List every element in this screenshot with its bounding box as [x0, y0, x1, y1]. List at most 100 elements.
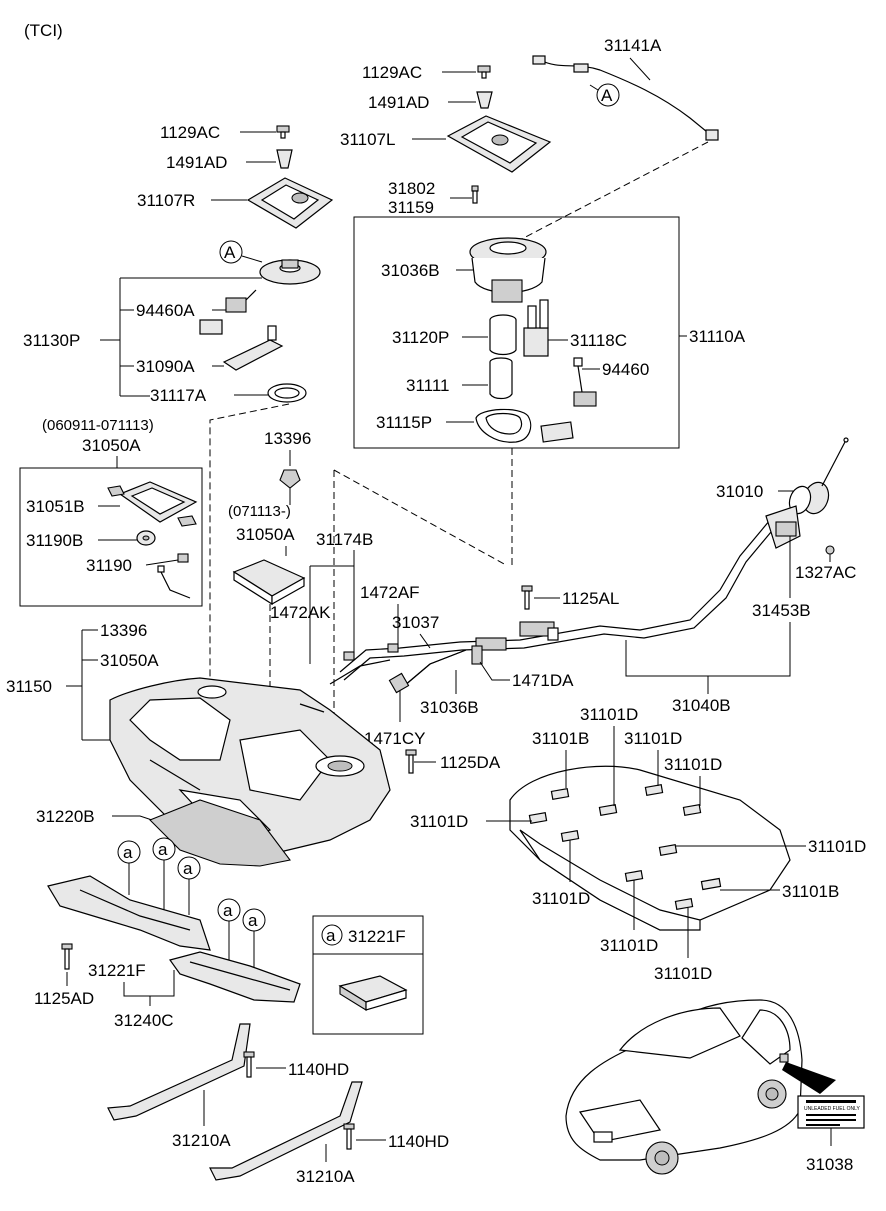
callout-31036B-pump: 31036B — [381, 261, 440, 280]
regulator-31118C — [523, 299, 549, 357]
clip-31221F-box — [312, 915, 424, 1035]
callout-31101D-8: 31101D — [654, 964, 712, 983]
callout-1125AD: 1125AD — [34, 989, 94, 1008]
callout-31036B-hose: 31036B — [420, 698, 479, 717]
bolt-1125DA — [405, 749, 417, 774]
vehicle-illustration — [565, 999, 803, 1175]
gasket-31115P — [475, 408, 574, 443]
marker-a-small-1: a — [117, 840, 141, 864]
callout-date-from: (071113-) — [228, 503, 291, 520]
callout-31453B: 31453B — [752, 601, 811, 620]
callout-31174B: 31174B — [316, 530, 373, 549]
canister-31051B — [107, 481, 198, 527]
canister-31050A — [232, 559, 306, 606]
svg-text:a: a — [123, 843, 133, 862]
callout-31010: 31010 — [716, 482, 763, 501]
callout-31101B-1: 31101B — [532, 729, 589, 748]
callout-1140HD-upper: 1140HD — [288, 1060, 349, 1079]
callout-1327AC: 1327AC — [795, 563, 856, 582]
callout-31107R: 31107R — [137, 191, 195, 210]
callout-1140HD-lower: 1140HD — [388, 1132, 449, 1151]
callout-1472AK: 1472AK — [270, 603, 331, 622]
callout-31190: 31190 — [86, 556, 132, 575]
gasket-ring-31117A — [267, 383, 307, 403]
pump-assembly-box — [353, 216, 680, 449]
marker-a-circle-left: A — [219, 240, 243, 264]
sender-unit-94460A — [199, 289, 257, 335]
callout-94460A: 94460A — [136, 301, 195, 320]
callout-31040B: 31040B — [672, 696, 731, 715]
bolt-1140HD-lower — [343, 1123, 355, 1150]
bolt-1129AC-top — [477, 65, 491, 79]
diagram-header: (TCI) — [24, 21, 63, 40]
callout-31101D-6: 31101D — [532, 889, 590, 908]
svg-text:a: a — [183, 859, 193, 878]
wiring-harness-part — [532, 55, 719, 141]
callout-31210A-lower: 31210A — [296, 1167, 355, 1186]
screw-31802 — [471, 185, 479, 204]
fuel-cap-31010 — [788, 437, 849, 515]
washer-1491AD-top — [476, 91, 493, 109]
callout-31101D-7: 31101D — [600, 936, 658, 955]
callout-31101D-3: 31101D — [664, 755, 722, 774]
callout-31115P: 31115P — [376, 413, 432, 432]
cover-plate-31107R — [246, 177, 334, 229]
callout-1471DA: 1471DA — [512, 671, 574, 690]
cover-plate-31107L — [446, 115, 552, 173]
bolt-1140HD-upper — [243, 1051, 255, 1078]
callout-31101D-1: 31101D — [580, 705, 638, 724]
callout-31111: 31111 — [406, 376, 450, 395]
callout-31118C: 31118C — [570, 331, 627, 350]
callout-31110A: 31110A — [689, 327, 746, 346]
callout-13396-tank: 13396 — [100, 621, 147, 640]
bracket-31090A — [222, 325, 284, 371]
marker-a-small-3: a — [177, 856, 201, 880]
bolt-1129AC-left — [276, 125, 290, 139]
callout-31101D-5: 31101D — [808, 837, 866, 856]
callout-31120P: 31120P — [392, 328, 449, 347]
callout-94460-pump: 94460 — [602, 360, 649, 379]
filler-neck — [765, 505, 801, 549]
callout-31221F-box: 31221F — [348, 927, 406, 946]
callout-31038: 31038 — [806, 1155, 853, 1174]
callout-31141A: 31141A — [604, 36, 662, 55]
hose-31036B — [388, 645, 483, 694]
callout-31802: 31802 — [388, 179, 435, 198]
callout-1471CY: 1471CY — [364, 729, 425, 748]
svg-text:a: a — [326, 926, 336, 945]
callout-31051B: 31051B — [26, 497, 85, 516]
callout-1125DA: 1125DA — [440, 753, 501, 772]
callout-31159: 31159 — [388, 198, 434, 217]
marker-a-box: a — [321, 924, 343, 946]
callout-31117A: 31117A — [150, 386, 207, 405]
under-cover-right-31240C — [169, 951, 301, 1003]
callout-31107L: 31107L — [340, 130, 395, 149]
callout-31050A-mid: 31050A — [236, 525, 295, 544]
callout-31240C: 31240C — [114, 1011, 174, 1030]
marker-a-circle-top: A — [596, 83, 620, 107]
callout-1129AC-top: 1129AC — [362, 63, 422, 82]
callout-1472AF: 1472AF — [360, 583, 420, 602]
sender-flange-31130P — [259, 259, 321, 285]
callout-1129AC-left: 1129AC — [160, 123, 220, 142]
label-plate-31038: UNLEADED FUEL ONLY — [797, 1095, 865, 1129]
callout-31210A-upper: 31210A — [172, 1131, 231, 1150]
callout-31190B: 31190B — [26, 531, 83, 550]
nut-13396 — [279, 469, 301, 489]
fuel-hose-lines — [329, 519, 777, 685]
callout-31221F-cover: 31221F — [88, 961, 146, 980]
label-plate-text: UNLEADED FUEL ONLY — [804, 1106, 861, 1112]
hose-clip-31190 — [157, 553, 191, 599]
callout-1491AD-top: 1491AD — [368, 93, 429, 112]
sender-94460 — [573, 357, 597, 407]
clip-31221F — [338, 975, 408, 1011]
callout-31101D-2: 31101D — [624, 729, 682, 748]
marker-a-small-2: a — [152, 837, 176, 861]
callout-31050A-box: 31050A — [82, 436, 141, 455]
strap-31210A-upper — [107, 1023, 251, 1121]
washer-1491AD-left — [276, 149, 293, 169]
heat-protector-31220B — [149, 799, 291, 867]
clip-1327AC — [825, 545, 835, 555]
callout-31050A-tank: 31050A — [100, 651, 159, 670]
